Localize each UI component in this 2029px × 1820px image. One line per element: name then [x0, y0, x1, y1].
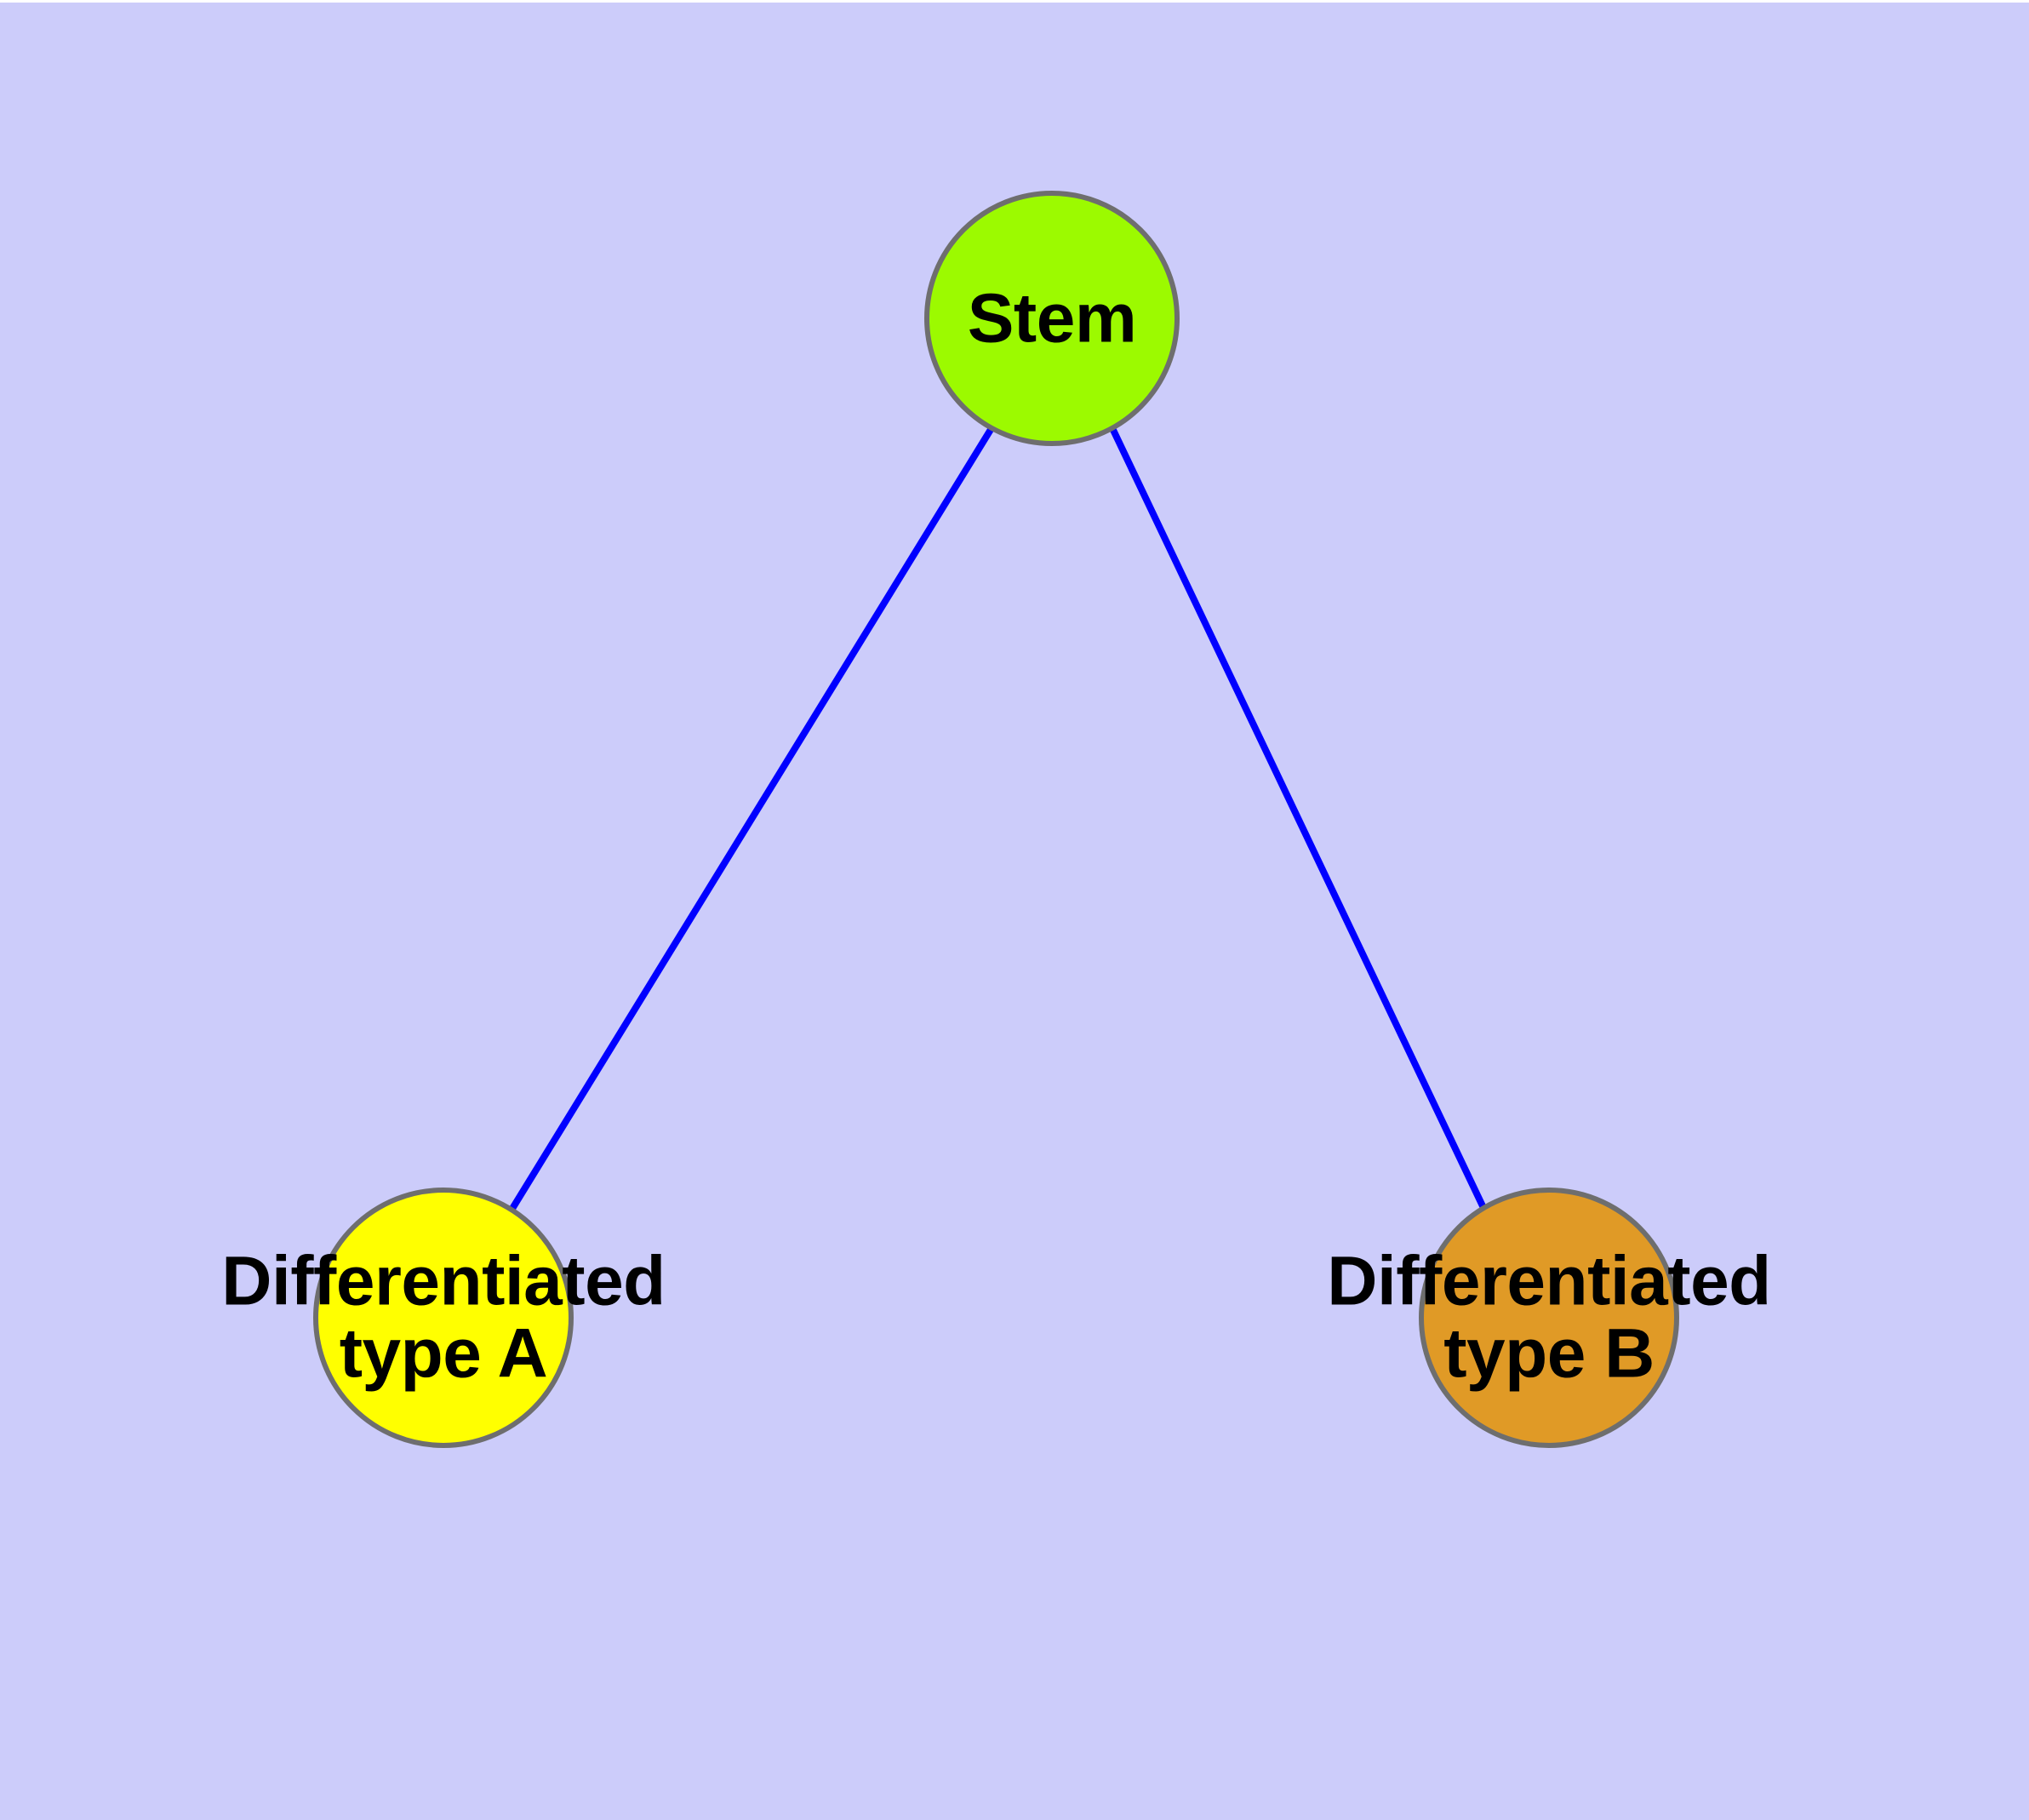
graph-node-stem[interactable]: [924, 191, 1180, 446]
nodes-layer: [313, 191, 1679, 1448]
graph-edge-stem-to-diff-a[interactable]: [507, 426, 995, 1214]
graph-node-diff-b[interactable]: [1419, 1188, 1679, 1448]
graph-node-diff-a[interactable]: [313, 1188, 574, 1448]
graph-svg: [313, 191, 1679, 1448]
graph-edge-stem-to-diff-b[interactable]: [1109, 426, 1489, 1213]
edges-layer: [507, 426, 1489, 1214]
